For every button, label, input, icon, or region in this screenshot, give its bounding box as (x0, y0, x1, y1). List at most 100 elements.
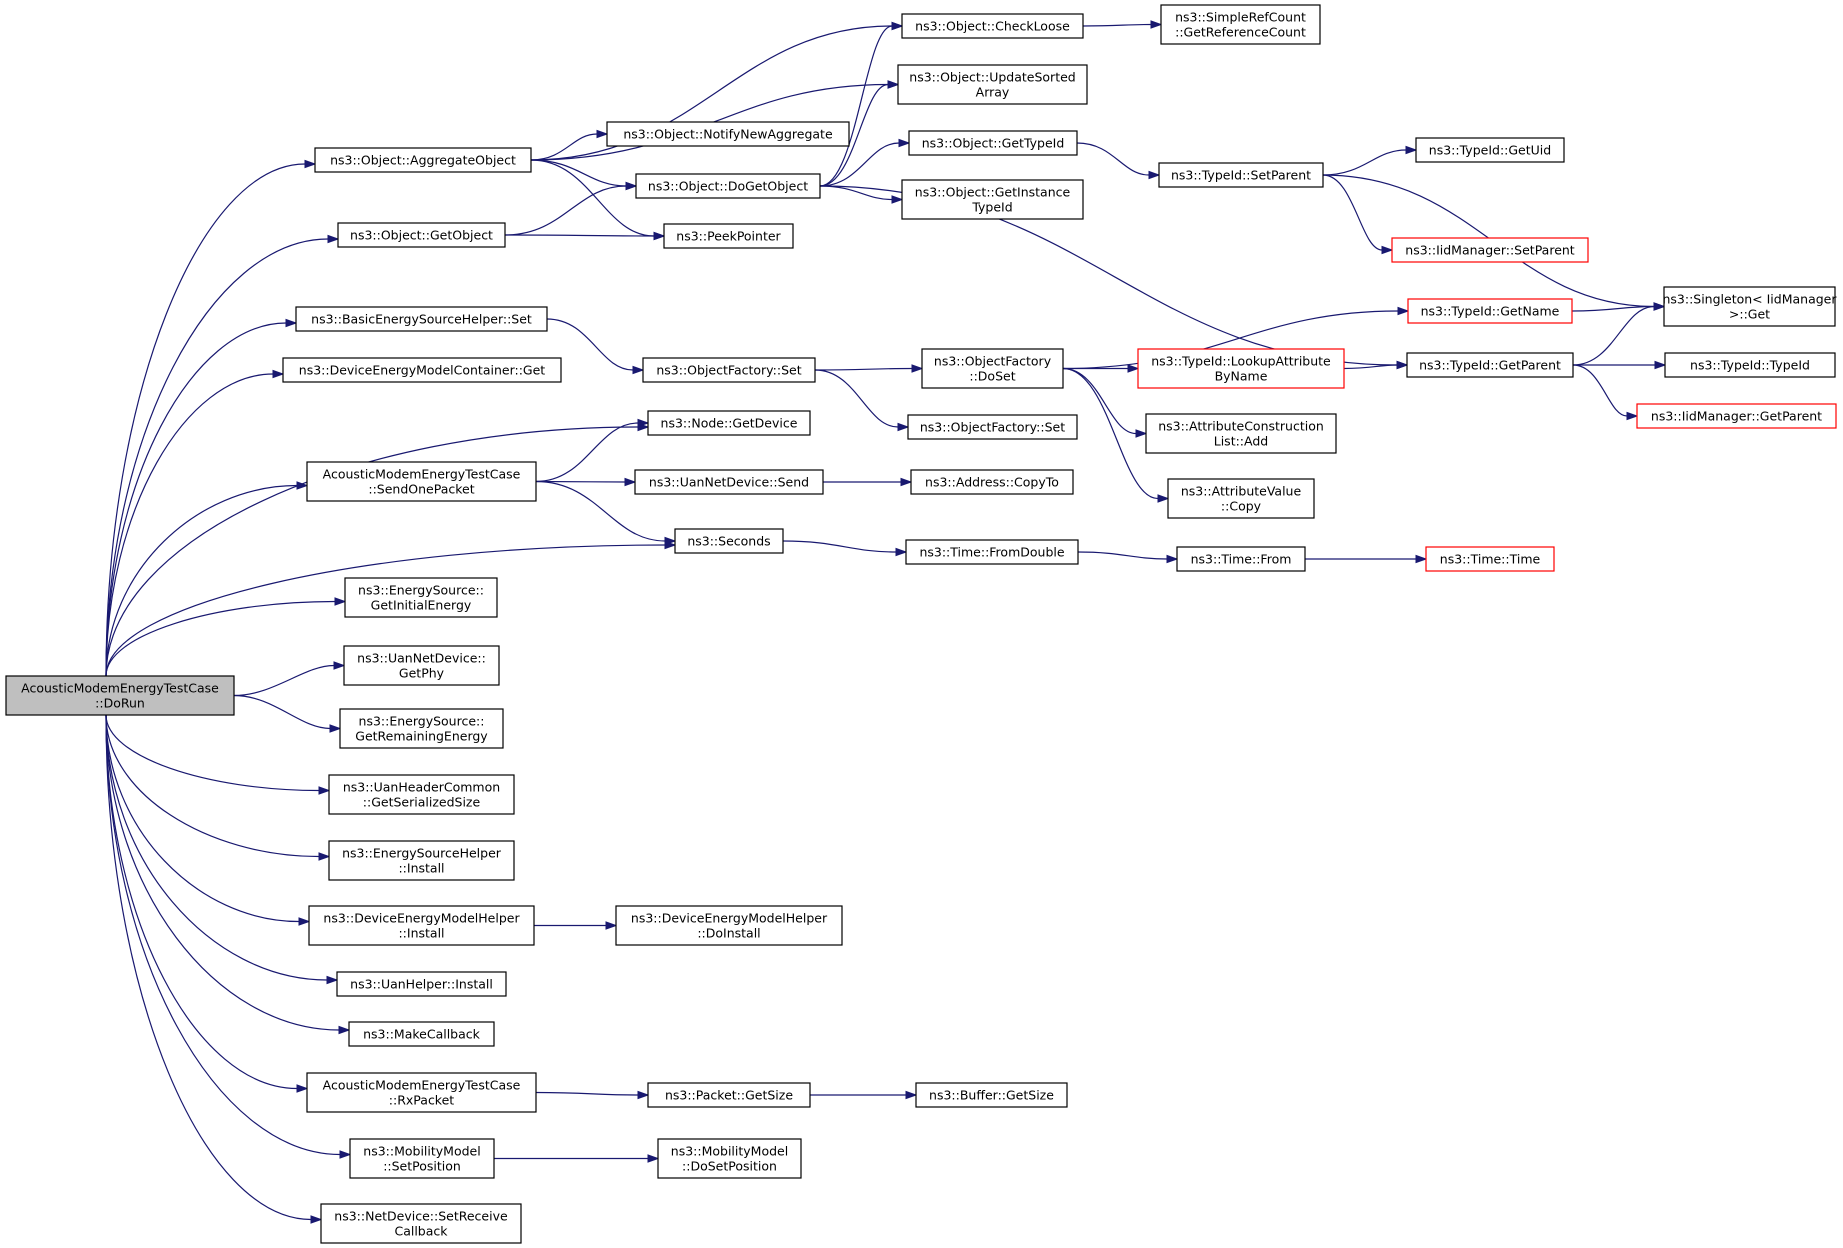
graph-node-doRun[interactable]: AcousticModemEnergyTestCase::DoRun (5, 675, 235, 716)
node-box[interactable] (647, 1082, 811, 1108)
node-box[interactable] (634, 469, 824, 495)
node-box[interactable] (328, 840, 515, 881)
node-box[interactable] (1425, 546, 1555, 572)
node-box[interactable] (657, 1138, 802, 1179)
node-box[interactable] (615, 905, 843, 946)
node-box[interactable] (1391, 237, 1589, 263)
node-box[interactable] (349, 1138, 495, 1179)
graph-node-rxPacket[interactable]: AcousticModemEnergyTestCase::RxPacket (306, 1072, 537, 1113)
node-box[interactable] (306, 1072, 537, 1113)
node-box[interactable] (1415, 137, 1565, 163)
node-box[interactable] (905, 539, 1079, 565)
graph-node-uanHdrSize[interactable]: ns3::UanHeaderCommon::GetSerializedSize (328, 774, 515, 815)
graph-node-timeFromDouble[interactable]: ns3::Time::FromDouble (905, 539, 1079, 565)
node-box[interactable] (1664, 352, 1836, 378)
node-box[interactable] (337, 222, 506, 248)
graph-node-singletonGet[interactable]: ns3::Singleton< IidManager >::Get (1662, 286, 1837, 327)
graph-node-iidSetParent[interactable]: ns3::IidManager::SetParent (1391, 237, 1589, 263)
graph-node-demcGet[interactable]: ns3::DeviceEnergyModelContainer::Get (282, 357, 562, 383)
graph-node-checkLoose[interactable]: ns3::Object::CheckLoose (901, 13, 1084, 39)
graph-node-tidTypeId[interactable]: ns3::TypeId::TypeId (1664, 352, 1836, 378)
graph-node-besHelperSet[interactable]: ns3::BasicEnergySourceHelper::Set (295, 306, 548, 332)
graph-node-srcGetRefCount[interactable]: ns3::SimpleRefCount::GetReferenceCount (1160, 4, 1321, 45)
node-box[interactable] (901, 179, 1084, 220)
graph-node-seconds[interactable]: ns3::Seconds (674, 528, 784, 554)
graph-node-packetGetSize[interactable]: ns3::Packet::GetSize (647, 1082, 811, 1108)
node-box[interactable] (328, 774, 515, 815)
graph-node-iidGetParent[interactable]: ns3::IidManager::GetParent (1636, 403, 1837, 429)
node-box[interactable] (663, 223, 794, 249)
graph-node-esGetRemaining[interactable]: ns3::EnergySource::GetRemainingEnergy (339, 708, 504, 749)
graph-node-bufferGetSize[interactable]: ns3::Buffer::GetSize (915, 1082, 1068, 1108)
node-box[interactable] (282, 357, 562, 383)
node-box[interactable] (642, 357, 816, 383)
graph-node-peekPointer[interactable]: ns3::PeekPointer (663, 223, 794, 249)
graph-node-ofDoSet[interactable]: ns3::ObjectFactory::DoSet (921, 348, 1064, 389)
node-box[interactable] (921, 348, 1064, 389)
graph-node-ofSet2[interactable]: ns3::ObjectFactory::Set (907, 414, 1078, 440)
node-box[interactable] (908, 130, 1078, 156)
graph-node-aggregateObject[interactable]: ns3::Object::AggregateObject (314, 147, 532, 173)
graph-node-tidGetUid[interactable]: ns3::TypeId::GetUid (1415, 137, 1565, 163)
node-box[interactable] (306, 461, 537, 502)
node-box[interactable] (910, 469, 1074, 495)
node-box[interactable] (343, 645, 500, 686)
node-box[interactable] (336, 971, 507, 997)
graph-node-sendOnePacket[interactable]: AcousticModemEnergyTestCase::SendOnePack… (306, 461, 537, 502)
node-box[interactable] (320, 1203, 522, 1244)
graph-node-ofSet[interactable]: ns3::ObjectFactory::Set (642, 357, 816, 383)
node-box[interactable] (344, 577, 498, 618)
graph-node-tidSetParent[interactable]: ns3::TypeId::SetParent (1158, 162, 1324, 188)
node-box[interactable] (1145, 413, 1337, 454)
node-box[interactable] (308, 905, 535, 946)
node-box[interactable] (674, 528, 784, 554)
graph-node-mmSetPosition[interactable]: ns3::MobilityModel::SetPosition (349, 1138, 495, 1179)
graph-node-addrCopyTo[interactable]: ns3::Address::CopyTo (910, 469, 1074, 495)
graph-node-mmDoSetPosition[interactable]: ns3::MobilityModel::DoSetPosition (657, 1138, 802, 1179)
node-box[interactable] (901, 13, 1084, 39)
node-box[interactable] (295, 306, 548, 332)
node-box[interactable] (1636, 403, 1837, 429)
node-box[interactable] (1176, 546, 1306, 572)
graph-node-eshInstall[interactable]: ns3::EnergySourceHelper::Install (328, 840, 515, 881)
graph-node-uanSend[interactable]: ns3::UanNetDevice::Send (634, 469, 824, 495)
graph-node-timeFrom[interactable]: ns3::Time::From (1176, 546, 1306, 572)
node-box[interactable] (907, 414, 1078, 440)
node-box[interactable] (897, 64, 1088, 105)
graph-node-attrValueCopy[interactable]: ns3::AttributeValue::Copy (1167, 478, 1315, 519)
graph-node-demhDoInstall[interactable]: ns3::DeviceEnergyModelHelper::DoInstall (615, 905, 843, 946)
graph-node-tidGetParent[interactable]: ns3::TypeId::GetParent (1406, 352, 1574, 378)
node-box[interactable] (606, 121, 850, 147)
graph-node-nodeGetDevice[interactable]: ns3::Node::GetDevice (647, 410, 811, 436)
node-box[interactable] (915, 1082, 1068, 1108)
node-box[interactable] (1167, 478, 1315, 519)
node-box[interactable] (1407, 298, 1573, 324)
node-box[interactable] (1137, 348, 1345, 389)
node-box[interactable] (635, 173, 821, 199)
node-box[interactable] (1158, 162, 1324, 188)
graph-node-demhInstall[interactable]: ns3::DeviceEnergyModelHelper::Install (308, 905, 535, 946)
graph-node-tidGetName[interactable]: ns3::TypeId::GetName (1407, 298, 1573, 324)
node-box[interactable] (647, 410, 811, 436)
node-box[interactable] (5, 675, 235, 716)
graph-node-makeCallback[interactable]: ns3::MakeCallback (348, 1021, 495, 1047)
graph-node-getObject[interactable]: ns3::Object::GetObject (337, 222, 506, 248)
graph-node-doGetObject[interactable]: ns3::Object::DoGetObject (635, 173, 821, 199)
graph-node-timeTime[interactable]: ns3::Time::Time (1425, 546, 1555, 572)
graph-node-uanHelperInstall[interactable]: ns3::UanHelper::Install (336, 971, 507, 997)
graph-node-objGetTypeId[interactable]: ns3::Object::GetTypeId (908, 130, 1078, 156)
graph-node-notifyNewAgg[interactable]: ns3::Object::NotifyNewAggregate (606, 121, 850, 147)
node-box[interactable] (1160, 4, 1321, 45)
node-box[interactable] (348, 1021, 495, 1047)
node-box[interactable] (314, 147, 532, 173)
graph-node-esGetInitial[interactable]: ns3::EnergySource::GetInitialEnergy (344, 577, 498, 618)
node-box[interactable] (339, 708, 504, 749)
node-box[interactable] (1406, 352, 1574, 378)
graph-node-uanGetPhy[interactable]: ns3::UanNetDevice::GetPhy (343, 645, 500, 686)
node-box[interactable] (1663, 286, 1836, 327)
